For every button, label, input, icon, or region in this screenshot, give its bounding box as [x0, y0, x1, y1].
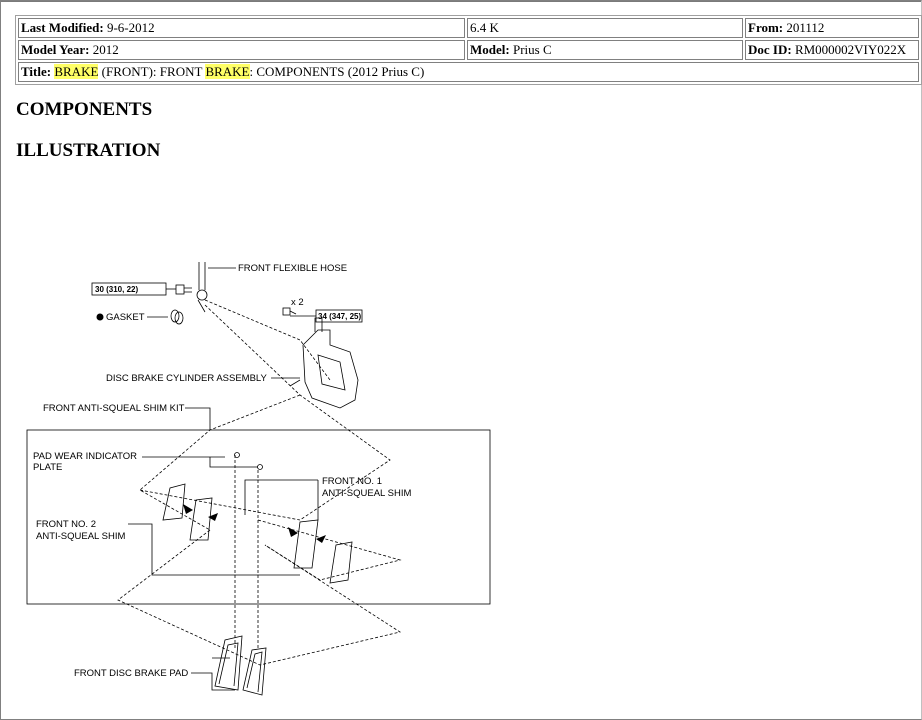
from-value: 201112 — [786, 20, 825, 35]
caliper-bolt — [282, 307, 297, 316]
from-cell: From: 201112 — [745, 18, 919, 38]
model-label: Model: — [470, 42, 510, 57]
label-disc-brake-cylinder: DISC BRAKE CYLINDER ASSEMBLY — [106, 373, 268, 384]
gasket-part — [170, 309, 184, 325]
anti-squeal-shim-no2-right — [329, 541, 353, 584]
label-torque-1: 30 (310, 22) — [95, 285, 138, 294]
leader-lines — [128, 267, 319, 691]
label-gasket: GASKET — [106, 312, 145, 323]
model-value: Prius C — [512, 42, 552, 57]
label-front-flexible-hose: FRONT FLEXIBLE HOSE — [238, 263, 347, 274]
model-year-value: 2012 — [92, 42, 119, 57]
metadata-row: Model Year: 2012 Model: Prius C Doc ID: … — [18, 40, 919, 60]
doc-id-label: Doc ID: — [748, 42, 792, 57]
label-front-no2-shim: ANTI-SQUEAL SHIM — [36, 531, 125, 542]
size-cell: 6.4 K — [467, 18, 743, 38]
window-top-border — [0, 0, 922, 2]
search-highlight: BRAKE — [205, 64, 250, 79]
brake-pad-inner — [214, 635, 243, 691]
direction-arrows — [96, 313, 326, 543]
last-modified-cell: Last Modified: 9-6-2012 — [18, 18, 465, 38]
document-metadata-table: Last Modified: 9-6-2012 6.4 K From: 2011… — [15, 15, 922, 85]
label-shim-kit: FRONT ANTI-SQUEAL SHIM KIT — [43, 403, 185, 414]
search-highlight: BRAKE — [54, 64, 99, 79]
doc-id-value: RM000002VIY022X — [794, 42, 907, 57]
metadata-row: Title: BRAKE (FRONT): FRONT BRAKE: COMPO… — [18, 62, 919, 82]
label-times-2: x 2 — [291, 297, 304, 308]
section-heading-illustration: ILLUSTRATION — [16, 140, 161, 161]
label-torque-2: 34 (347, 25) — [318, 312, 361, 321]
doc-id-cell: Doc ID: RM000002VIY022X — [745, 40, 919, 60]
title-text: : COMPONENTS (2012 Prius C) — [249, 64, 425, 79]
label-front-no2: FRONT NO. 2 — [36, 519, 96, 530]
indicator-plate — [257, 464, 263, 470]
anti-squeal-shim-no1 — [189, 497, 213, 541]
metadata-row: Last Modified: 9-6-2012 6.4 K From: 2011… — [18, 18, 919, 38]
title-text: (FRONT): FRONT — [98, 64, 206, 79]
last-modified-value: 9-6-2012 — [106, 20, 155, 35]
model-year-cell: Model Year: 2012 — [18, 40, 465, 60]
document-size: 6.4 K — [470, 20, 499, 35]
union-bolt — [175, 284, 192, 295]
model-cell: Model: Prius C — [467, 40, 743, 60]
last-modified-label: Last Modified: — [21, 20, 104, 35]
bullet-icon — [96, 313, 104, 321]
section-heading-components: COMPONENTS — [16, 99, 153, 120]
brake-components-illustration: FRONT FLEXIBLE HOSE 30 (310, 22) GASKET … — [26, 262, 491, 696]
title-cell: Title: BRAKE (FRONT): FRONT BRAKE: COMPO… — [18, 62, 919, 82]
torque-box — [91, 282, 167, 296]
model-year-label: Model Year: — [21, 42, 90, 57]
label-front-no1-shim: ANTI-SQUEAL SHIM — [322, 488, 411, 499]
anti-squeal-shim-no2 — [162, 483, 186, 521]
label-front-disc-brake-pad: FRONT DISC BRAKE PAD — [74, 668, 188, 679]
title-label: Title: — [21, 64, 52, 79]
flexible-hose — [196, 262, 208, 313]
label-pad-wear-indicator: PAD WEAR INDICATOR — [33, 451, 137, 462]
torque-box — [315, 309, 363, 323]
anti-squeal-shim-no1-right — [293, 519, 319, 569]
label-front-no1: FRONT NO. 1 — [322, 476, 382, 487]
label-pad-wear-plate: PLATE — [33, 462, 62, 473]
brake-pad-outer — [242, 647, 267, 696]
shim-kit-box — [26, 429, 491, 605]
caliper-assembly — [289, 317, 359, 409]
indicator-plate — [234, 452, 240, 458]
from-label: From: — [748, 20, 784, 35]
